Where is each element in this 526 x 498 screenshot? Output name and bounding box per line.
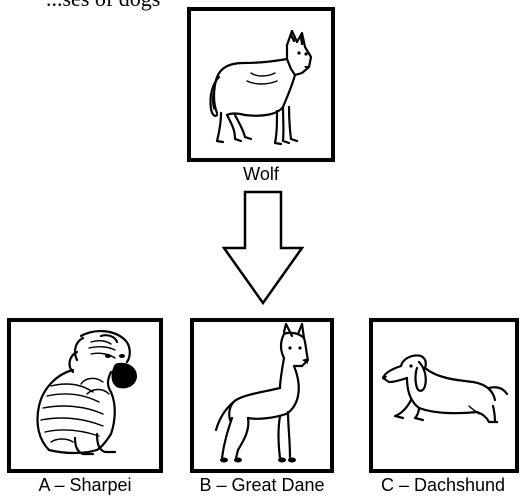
down-arrow-icon xyxy=(222,190,304,306)
wolf-label: Wolf xyxy=(187,164,335,185)
sharpei-label: A – Sharpei xyxy=(7,475,163,496)
sharpei-drawing xyxy=(11,322,159,469)
wolf-drawing xyxy=(191,11,331,158)
dachshund-label: C – Dachshund xyxy=(360,475,526,496)
wolf-image-frame xyxy=(187,7,335,162)
sharpei-image-frame xyxy=(7,318,163,473)
great-dane-drawing xyxy=(194,322,330,469)
dachshund-image-frame xyxy=(369,318,519,473)
great-dane-image-frame xyxy=(190,318,334,473)
great-dane-label: B – Great Dane xyxy=(180,475,344,496)
cut-off-heading: ...ses of dogs xyxy=(46,0,160,12)
dachshund-drawing xyxy=(373,322,515,469)
